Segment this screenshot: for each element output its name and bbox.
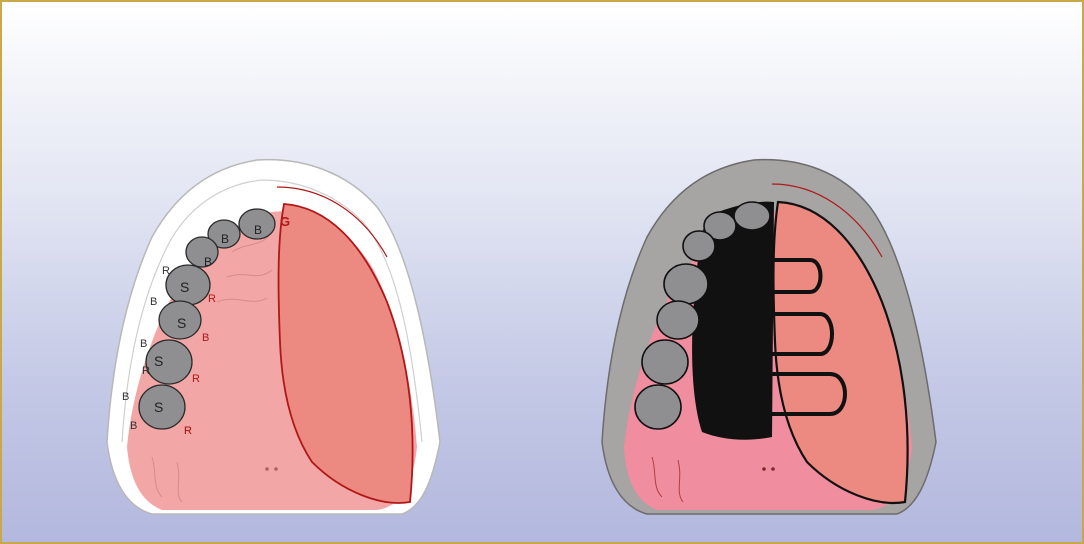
tooth (664, 264, 708, 304)
tooth (683, 231, 715, 261)
label-b-buccal: B (122, 391, 129, 403)
label-r-palatal: R (208, 293, 216, 305)
label-b-palatal: B (202, 332, 209, 344)
tooth (146, 340, 192, 384)
label-b: B (221, 232, 229, 246)
tooth (657, 301, 699, 339)
label-b-buccal: B (140, 338, 147, 350)
tooth (186, 237, 218, 267)
tooth (734, 202, 770, 230)
label-b-buccal: B (130, 420, 137, 432)
tooth (642, 340, 688, 384)
label-b: B (204, 255, 212, 269)
left-arch-diagram: B B B S S S S B B B B R R R R B R R G (107, 160, 440, 514)
label-s: S (177, 315, 186, 331)
label-r: R (142, 365, 150, 377)
label-r-palatal: R (192, 373, 200, 385)
label-s: S (154, 353, 163, 369)
label-b: B (254, 223, 262, 237)
label-r-palatal: R (184, 425, 192, 437)
label-s: S (154, 399, 163, 415)
label-b-buccal: B (150, 296, 157, 308)
label-r: R (162, 265, 170, 277)
right-arch-diagram (602, 160, 936, 514)
tooth (635, 385, 681, 429)
label-s: S (180, 279, 189, 295)
label-g: G (280, 214, 290, 229)
